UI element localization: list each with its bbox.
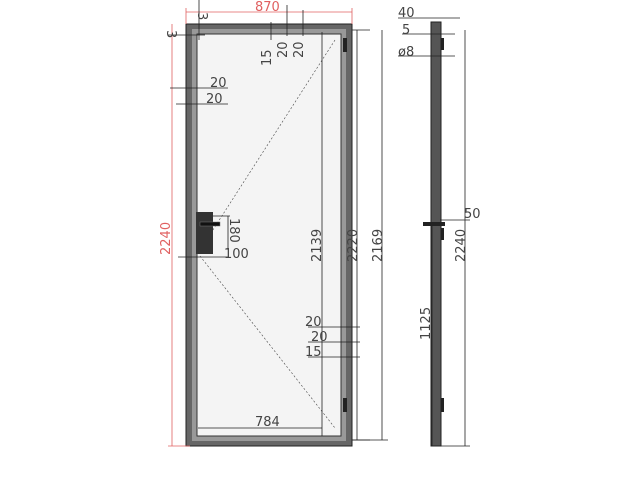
- handle: [196, 212, 221, 254]
- dim-side-handle-depth: 50: [464, 207, 481, 222]
- dim-left-20b: 20: [206, 92, 223, 107]
- dim-side-lip: 5: [402, 23, 410, 38]
- dim-top-20b: 20: [292, 41, 307, 58]
- dim-handle-100: 100: [224, 247, 249, 262]
- dim-bottom-20b: 20: [311, 330, 328, 345]
- dim-side-diameter: ø8: [398, 45, 414, 60]
- dim-width-overall: 870: [255, 0, 280, 15]
- dim-side-handle-height: 1125: [419, 307, 434, 340]
- dim-top-15: 15: [260, 49, 275, 66]
- hinge-top: [343, 38, 347, 52]
- dim-bottom-15: 15: [305, 345, 322, 360]
- dim-left-offset: 3: [163, 30, 178, 38]
- dim-frame-height: 2169: [371, 229, 386, 262]
- dim-left-20a: 20: [210, 76, 227, 91]
- dim-handle-180: 180: [226, 218, 241, 243]
- dim-glass-height: 2139: [310, 229, 325, 262]
- opening-diagonal-bottom: [199, 255, 336, 429]
- hinge-bottom: [343, 398, 347, 412]
- dim-side-total-height: 2240: [454, 229, 469, 262]
- side-view: [423, 21, 445, 447]
- dim-bottom-20a: 20: [305, 315, 322, 330]
- dim-side-depth: 40: [398, 6, 415, 21]
- opening-diagonal-top: [199, 39, 336, 251]
- door-frame: [185, 23, 353, 447]
- dim-height-overall: 2240: [159, 222, 174, 255]
- dim-leaf-height: 2220: [346, 229, 361, 262]
- dim-glass-width: 784: [255, 415, 280, 430]
- dim-top-20a: 20: [276, 41, 291, 58]
- dim-top-offset: 3: [194, 12, 209, 20]
